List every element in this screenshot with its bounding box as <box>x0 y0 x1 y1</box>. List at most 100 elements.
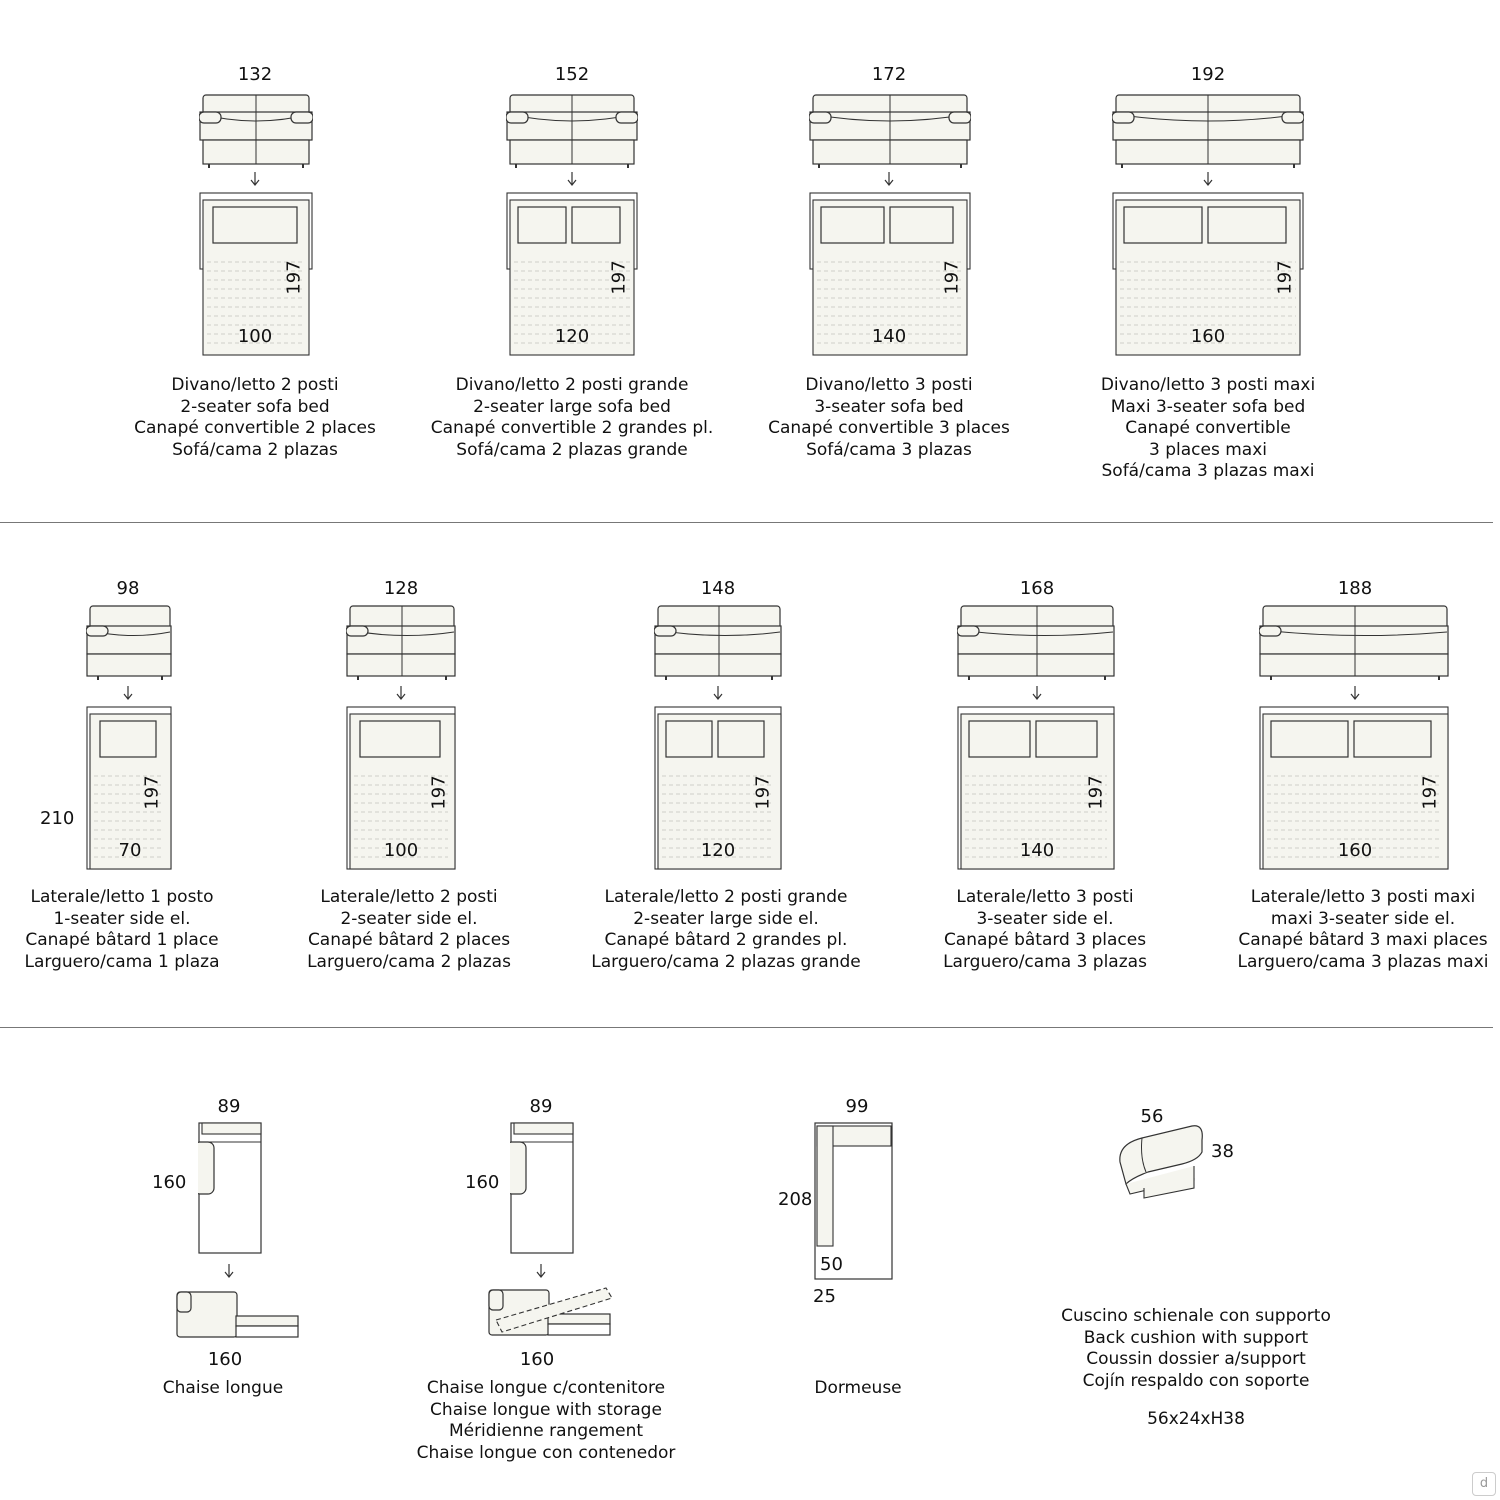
down-arrow-icon <box>713 686 723 700</box>
caption-line: 3-seater side el. <box>976 908 1114 929</box>
row-divider <box>0 1027 1493 1028</box>
dormeuse-arm <box>816 1125 834 1247</box>
caption-line: Cojín respaldo con soporte <box>1082 1370 1310 1391</box>
caption-line: Canapé convertible 2 places <box>134 418 376 438</box>
sofa-base <box>346 653 456 677</box>
sofa-seat <box>957 625 1115 655</box>
sofa-base <box>1259 653 1449 677</box>
sofa-base <box>957 653 1115 677</box>
pillow <box>717 720 765 758</box>
caption-line: Coussin dossier a/support <box>1086 1349 1306 1369</box>
caption-line: 3-seater sofa bed <box>814 396 964 417</box>
dormeuse-top-view <box>814 1122 893 1280</box>
seat-curve <box>1260 629 1448 637</box>
right-arm-cushion <box>615 111 638 124</box>
bed-length-dimension: 197 <box>1274 260 1296 295</box>
side-element-front-view <box>1259 605 1449 680</box>
cushion-fold <box>1141 1137 1147 1173</box>
width-dimension: 98 <box>116 578 140 599</box>
open-length-dimension: 160 <box>519 1349 555 1370</box>
caption-line: Canapé bâtard 3 maxi places <box>1238 930 1488 950</box>
width-dimension: 172 <box>871 64 907 85</box>
depth-dimension: 208 <box>778 1189 813 1210</box>
caption-line: Canapé convertible <box>1125 418 1291 438</box>
pillow <box>99 720 157 758</box>
right-arm-cushion <box>948 111 971 124</box>
inner-width-dimension: 50 <box>820 1254 843 1275</box>
pillow <box>889 206 954 244</box>
left-arm-cushion <box>809 111 832 124</box>
down-arrow-icon <box>1203 172 1213 186</box>
bed-length-dimension: 197 <box>752 775 774 810</box>
left-arm-cushion <box>506 111 529 124</box>
bed-width-dimension: 120 <box>700 840 736 861</box>
pillow <box>212 206 298 244</box>
caption-line: Divano/letto 2 posti <box>171 375 339 395</box>
caption-line: Divano/letto 3 posti maxi <box>1100 375 1316 395</box>
pillow <box>665 720 713 758</box>
bed-width-dimension: 100 <box>383 840 419 861</box>
caption-line: Sofá/cama 3 plazas <box>806 439 972 460</box>
cushion-support-base <box>1143 1178 1195 1199</box>
arm-cushion <box>654 625 677 637</box>
chaise-longue-side-view <box>176 1291 299 1338</box>
side-element-front-view <box>654 605 782 680</box>
sofa-base <box>86 653 172 677</box>
bed-width-dimension: 70 <box>118 840 142 861</box>
caption-line: Chaise longue with storage <box>430 1399 662 1420</box>
down-arrow-icon <box>396 686 406 700</box>
width-dimension: 192 <box>1190 64 1226 85</box>
bed-length-dimension: 197 <box>1085 775 1107 810</box>
chaise-back <box>201 1122 262 1135</box>
height-dimension: 38 <box>1211 1141 1234 1162</box>
bed-width-dimension: 140 <box>1019 840 1055 861</box>
width-dimension: 188 <box>1337 578 1373 599</box>
open-bed-plan <box>1112 192 1304 356</box>
width-dimension: 168 <box>1019 578 1055 599</box>
caption-line: Dormeuse <box>814 1378 902 1398</box>
overall-length-dimension: 210 <box>40 808 75 829</box>
width-dimension: 132 <box>237 64 273 85</box>
brand-logo: d <box>1472 1472 1496 1496</box>
bed-length-dimension: 197 <box>608 260 630 295</box>
caption-line: Méridienne rangement <box>448 1421 644 1441</box>
chaise-extension-base <box>235 1325 299 1338</box>
side-element-front-view <box>957 605 1115 680</box>
caption-line: Canapé bâtard 1 place <box>25 930 219 950</box>
caption-line: Larguero/cama 1 plaza <box>24 951 220 972</box>
caption-line: Laterale/letto 3 posti <box>956 887 1134 907</box>
width-dimension: 89 <box>217 1096 241 1117</box>
width-dimension: 128 <box>383 578 419 599</box>
side-element-front-view <box>86 605 172 680</box>
row-divider <box>0 522 1493 523</box>
arm-cushion <box>346 625 369 637</box>
depth-dimension: 160 <box>152 1172 187 1193</box>
width-dimension: 56 <box>1140 1106 1164 1127</box>
down-arrow-icon <box>224 1264 234 1278</box>
open-bed-plan <box>86 706 172 870</box>
sofa-front-view <box>506 94 638 168</box>
caption-line: Laterale/letto 3 posti maxi <box>1250 887 1476 907</box>
depth-dimension: 160 <box>465 1172 500 1193</box>
pillow <box>359 720 441 758</box>
chaise-longue-top-view <box>198 1122 262 1254</box>
open-bed-plan <box>346 706 456 870</box>
down-arrow-icon <box>1350 686 1360 700</box>
open-bed-plan <box>654 706 782 870</box>
bed-length-dimension: 197 <box>941 260 963 295</box>
caption-line: Chaise longue c/contenitore <box>426 1378 666 1398</box>
caption-line: Divano/letto 2 posti grande <box>455 375 689 395</box>
chaise-headrest <box>488 1289 504 1311</box>
pillow <box>820 206 885 244</box>
sofa-base <box>654 653 782 677</box>
caption-line: Sofá/cama 2 plazas <box>172 439 338 460</box>
chaise-extension-base <box>547 1323 611 1336</box>
chaise-storage-side-view <box>488 1287 613 1336</box>
caption-line: 1-seater side el. <box>53 908 191 929</box>
width-dimension: 89 <box>529 1096 553 1117</box>
pillow <box>1207 206 1287 244</box>
bed-width-dimension: 160 <box>1337 840 1373 861</box>
bed-length-dimension: 197 <box>428 775 450 810</box>
chaise-headrest <box>176 1291 192 1313</box>
caption-line: Laterale/letto 2 posti grande <box>604 887 848 907</box>
